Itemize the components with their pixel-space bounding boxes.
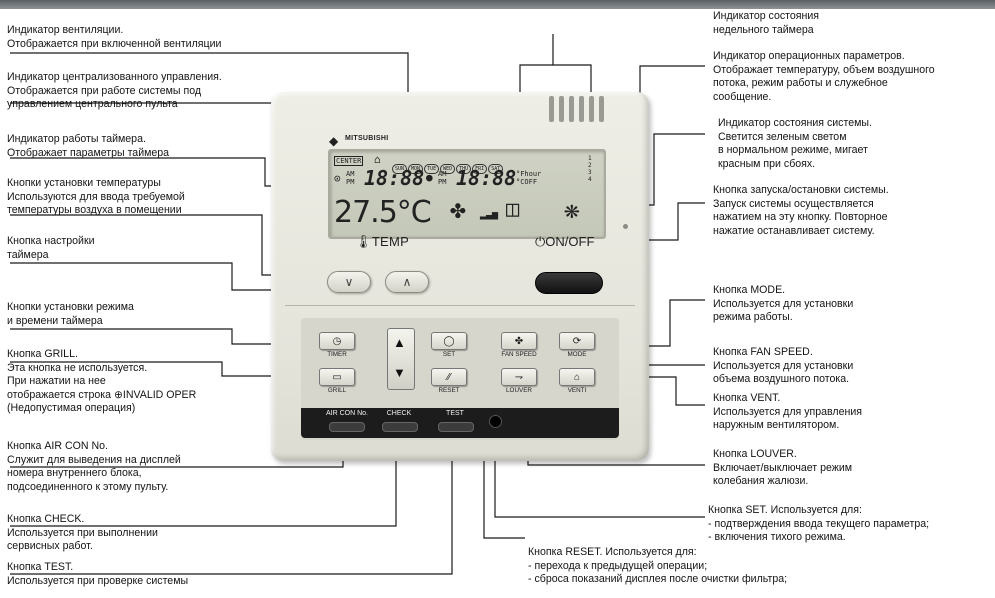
venti-button[interactable]: ⌂ [559, 368, 595, 386]
temp-up-button[interactable]: ∧ [385, 271, 429, 293]
aircon-no-label: AIR CON No. [325, 410, 368, 417]
mode-button[interactable]: ⟳ [559, 332, 595, 350]
grill-icon: ▭ [332, 372, 342, 383]
timer-time-1: 18:88 [364, 166, 425, 190]
house-icon: ⌂ [374, 153, 381, 166]
clock-icon: ◷ [332, 336, 342, 347]
annotation-test-button: Кнопка TEST.Используется при проверке си… [7, 561, 189, 587]
grill-label: GRILL [327, 387, 347, 394]
annotation-reset-button: Кнопка RESET. Используется для:- переход… [528, 546, 788, 586]
chevron-up-icon: ∧ [402, 275, 412, 289]
fan-icon: ✤ [514, 336, 524, 347]
cool-mode-icon: ❋ [564, 195, 580, 225]
fan-level-icon: ▂▃▅ [480, 209, 499, 220]
vent-grille [549, 96, 611, 122]
venti-label: VENTI [567, 387, 587, 394]
onoff-label: ⏻ON/OFF [535, 234, 595, 249]
test-button[interactable] [438, 422, 474, 432]
annotation-set-button: Кнопка SET. Используется для:- подтвержд… [708, 504, 930, 544]
annotation-timer-indicator: Индикатор работы таймера.Отображает пара… [7, 133, 170, 159]
check-label: CHECK [386, 410, 412, 417]
annotation-central-indicator: Индикатор централизованного управления.О… [7, 71, 222, 111]
set-label: SET [442, 351, 456, 358]
annotation-check-button: Кнопка CHECK.Используется при выполнении… [7, 513, 158, 553]
timer-dot-icon: ● [426, 171, 433, 184]
louver-icon: ◫ [506, 197, 520, 222]
set-button[interactable]: ◯ [431, 332, 467, 350]
temperature-readout: 27.5°C [334, 195, 432, 230]
annotation-vent-indicator: Индикатор вентиляции.Отображается при вк… [7, 24, 222, 50]
louver-icon: ⇁ [514, 372, 524, 383]
check-button[interactable] [382, 422, 418, 432]
mode-icon: ⟳ [572, 336, 582, 347]
clock-icon: ⊙ [334, 172, 341, 185]
power-icon: ⏻ [535, 234, 546, 249]
louver-label: LOUVER [506, 387, 532, 394]
reset-icon: ⁄⁄ [447, 372, 451, 383]
timer-label: TIMER [327, 351, 347, 358]
hour-off-labels: °Fhour°COFF [516, 170, 542, 186]
annotation-onoff-button: Кнопка запуска/остановки системы.Запуск … [713, 184, 889, 237]
timer-button[interactable]: ◷ [319, 332, 355, 350]
fan-speed-button[interactable]: ✤ [501, 332, 537, 350]
mode-label: MODE [567, 351, 587, 358]
timer-up-down-button[interactable]: ▲ ▼ [387, 328, 415, 390]
top-bar [0, 0, 995, 9]
annotation-fanspeed-button: Кнопка FAN SPEED.Используется для устано… [713, 346, 854, 386]
arrow-down-icon: ▼ [393, 365, 406, 380]
reset-button[interactable]: ⁄⁄ [431, 368, 467, 386]
reset-label: RESET [438, 387, 460, 394]
grill-button[interactable]: ▭ [319, 368, 355, 386]
temp-label: 🌡︎TEMP [355, 234, 410, 249]
test-label: TEST [446, 410, 464, 417]
aircon-no-button[interactable] [329, 422, 365, 432]
annotation-operation-params: Индикатор операционных параметров.Отобра… [713, 50, 935, 103]
timer-time-2: 18:88 [456, 166, 517, 190]
sensor-hole [489, 415, 502, 428]
annotation-system-status: Индикатор состояния системы.Светится зел… [718, 117, 872, 170]
system-status-led [623, 224, 628, 229]
brand-logo: ◆ MITSUBISHI [329, 134, 389, 148]
panel-divider [285, 305, 635, 306]
set-icon: ◯ [443, 336, 455, 347]
temp-down-button[interactable]: ∨ [327, 271, 371, 293]
chevron-down-icon: ∨ [344, 275, 354, 289]
center-indicator: CENTER [334, 156, 364, 166]
mitsubishi-logo-icon: ◆ [329, 134, 339, 148]
thermometer-icon: 🌡︎ [355, 234, 372, 249]
vent-icon: ⌂ [573, 372, 581, 383]
annotation-aircon-no-button: Кнопка AIR CON No.Служит для выведения н… [7, 440, 181, 493]
annotation-grill-button: Кнопка GRILL.Эта кнопка не используется.… [7, 348, 197, 415]
onoff-button[interactable] [535, 272, 603, 294]
fan-icon: ✤ [450, 195, 466, 225]
arrow-up-icon: ▲ [393, 335, 406, 350]
louver-button[interactable]: ⇁ [501, 368, 537, 386]
fan-speed-label: FAN SPEED [501, 351, 537, 358]
